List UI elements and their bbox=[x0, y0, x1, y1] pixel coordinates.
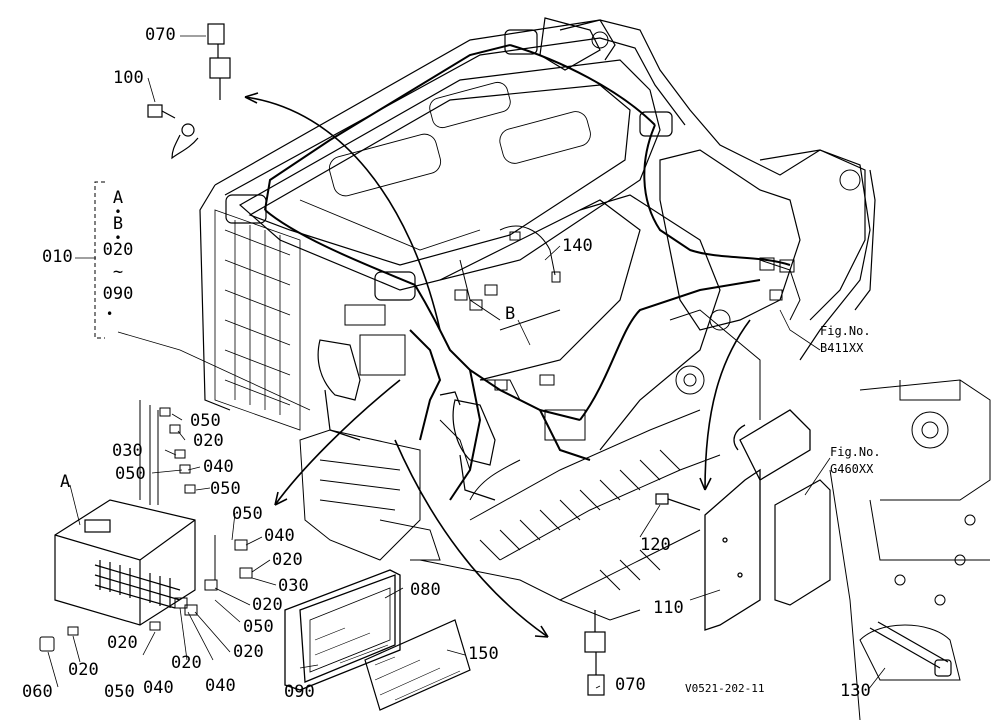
cab-frame bbox=[199, 17, 876, 451]
callout-090: 090 bbox=[284, 682, 315, 702]
callout-100: 100 bbox=[113, 68, 144, 88]
fig-ref-2-code: G460XX bbox=[830, 462, 874, 476]
bolt-120 bbox=[655, 493, 701, 511]
drawing-code: V0521-202-11 bbox=[685, 682, 765, 695]
callout-050-e: 050 bbox=[243, 617, 274, 637]
callout-080: 080 bbox=[410, 580, 441, 600]
callout-050-c: 050 bbox=[210, 479, 241, 499]
set-group-090: 090 bbox=[102, 284, 134, 304]
callout-020-g: 020 bbox=[68, 660, 99, 680]
crawler-track bbox=[469, 409, 721, 601]
fig-ref-1-code: B411XX bbox=[820, 341, 864, 355]
leader-lines bbox=[47, 35, 886, 691]
right-frame bbox=[591, 31, 991, 721]
callout-020-c: 020 bbox=[252, 595, 283, 615]
main-harness bbox=[264, 44, 791, 501]
joystick-controls bbox=[317, 339, 496, 501]
set-group-dot3: • bbox=[106, 307, 114, 321]
callout-120: 120 bbox=[640, 535, 671, 555]
connector-070-top bbox=[207, 23, 231, 100]
callout-020-a: 020 bbox=[193, 431, 224, 451]
callout-110: 110 bbox=[653, 598, 684, 618]
callout-060: 060 bbox=[22, 682, 53, 702]
callout-070-bottom: 070 bbox=[615, 675, 646, 695]
lower-frame bbox=[299, 429, 641, 621]
callout-020-b: 020 bbox=[272, 550, 303, 570]
set-group-020: 020 bbox=[102, 240, 134, 260]
ground-terminal-100 bbox=[147, 104, 199, 160]
callout-050-b: 050 bbox=[115, 464, 146, 484]
fuse-box bbox=[54, 499, 196, 626]
callout-030-b: 030 bbox=[278, 576, 309, 596]
label-sheet-150 bbox=[364, 619, 471, 711]
callout-050-a: 050 bbox=[190, 411, 221, 431]
relays-fuses bbox=[39, 400, 253, 652]
callout-050-d: 050 bbox=[232, 504, 263, 524]
side-screen-grid bbox=[214, 209, 301, 431]
set-group-dot1: • bbox=[114, 205, 122, 219]
callout-040-a: 040 bbox=[203, 457, 234, 477]
set-group-a: A bbox=[112, 188, 124, 208]
connector-070-bottom bbox=[584, 610, 606, 696]
callout-020-f: 020 bbox=[171, 653, 202, 673]
callout-030-a: 030 bbox=[112, 441, 143, 461]
callout-020-d: 020 bbox=[233, 642, 264, 662]
fuse-cover bbox=[284, 569, 401, 691]
callout-140: 140 bbox=[562, 236, 593, 256]
callout-150: 150 bbox=[468, 644, 499, 664]
roof-panel bbox=[299, 81, 591, 251]
harness-set-group: A • B • 020 ~ 090 • bbox=[100, 188, 136, 321]
bolt-130 bbox=[869, 621, 952, 677]
callout-040-b: 040 bbox=[264, 526, 295, 546]
callout-070-top: 070 bbox=[145, 25, 176, 45]
fig-ref-1-label: Fig.No. bbox=[820, 324, 871, 338]
set-group-b: B bbox=[112, 214, 124, 234]
marker-b: B bbox=[505, 304, 516, 324]
secondary-wiring bbox=[439, 225, 801, 501]
harness-connectors bbox=[344, 231, 795, 441]
set-group-dot2: • bbox=[114, 231, 122, 245]
callout-130: 130 bbox=[840, 681, 871, 701]
callout-010: 010 bbox=[42, 247, 73, 267]
callout-020-e: 020 bbox=[107, 633, 138, 653]
fig-ref-2-label: Fig.No. bbox=[830, 445, 881, 459]
set-group-tilde: ~ bbox=[112, 262, 124, 282]
callout-050-f: 050 bbox=[104, 682, 135, 702]
reference-arrows bbox=[244, 92, 751, 638]
set-bracket bbox=[94, 181, 105, 339]
plate-g460xx bbox=[774, 479, 831, 606]
bracket-110 bbox=[704, 409, 811, 631]
callout-040-c: 040 bbox=[205, 676, 236, 696]
marker-a: A bbox=[60, 472, 71, 492]
callout-040-d: 040 bbox=[143, 678, 174, 698]
